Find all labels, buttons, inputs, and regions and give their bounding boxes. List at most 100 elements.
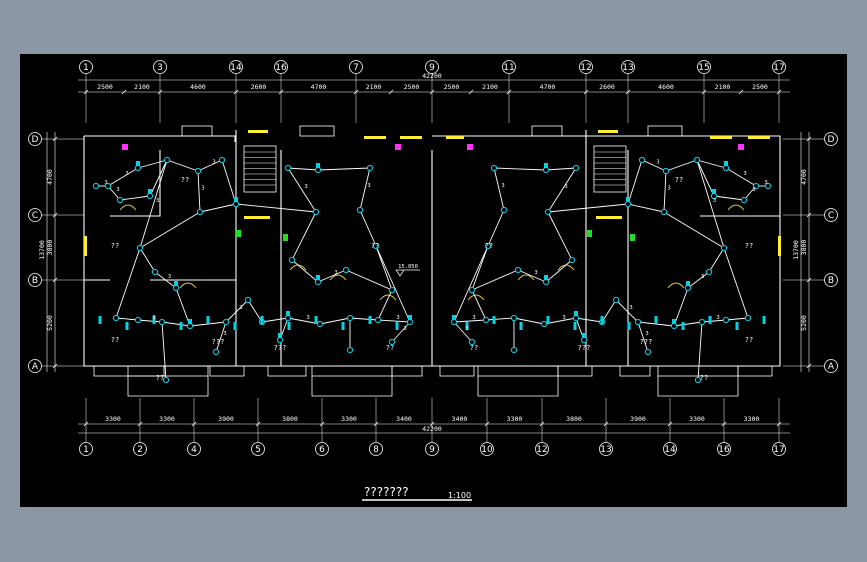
room-label: ?? xyxy=(156,374,164,382)
wire-run xyxy=(663,211,725,249)
top-dim-10: 2600 xyxy=(599,83,615,91)
light-fixture-node xyxy=(372,242,380,250)
wire-run xyxy=(485,317,515,321)
bottom-axis-bubble-13 xyxy=(599,442,613,456)
wire-run xyxy=(471,245,489,291)
window-highlight-3 xyxy=(400,136,422,139)
wall-socket xyxy=(708,316,712,324)
light-fixture-node xyxy=(720,244,728,252)
dim-tick xyxy=(388,89,394,95)
wall-socket xyxy=(206,316,210,324)
balcony-6 xyxy=(439,365,475,377)
wire-run xyxy=(107,167,139,187)
wall-switch xyxy=(286,311,290,316)
right-axis-bubble-A-label: A xyxy=(828,362,835,372)
dim-tick xyxy=(583,89,589,95)
bottom-axis-bubble-6-label: 6 xyxy=(319,445,325,455)
wire-run xyxy=(641,159,667,172)
wire-run xyxy=(247,299,263,323)
light-fixture-node xyxy=(284,314,292,322)
wire-run xyxy=(615,299,639,323)
wall-switch xyxy=(278,333,282,338)
stair-1 xyxy=(593,145,627,193)
right-dim-1: 3800 xyxy=(800,240,808,256)
dim-tick xyxy=(484,421,490,427)
wire-count-label: 3 xyxy=(223,331,226,337)
dim-tick xyxy=(806,363,812,369)
right-dim-0: 4700 xyxy=(800,169,808,185)
wire-count-label: 3 xyxy=(156,198,159,204)
light-fixture-node xyxy=(244,296,252,304)
bottom-dim-4: 3300 xyxy=(341,415,357,423)
door-swing-arc xyxy=(467,294,485,301)
balcony-9 xyxy=(619,365,651,377)
window-highlight-8 xyxy=(244,216,270,219)
window-highlight-9 xyxy=(596,216,622,219)
light-fixture-node xyxy=(134,316,142,324)
wire-run xyxy=(197,170,201,213)
light-fixture-node xyxy=(490,164,498,172)
top-dim-7: 2500 xyxy=(444,83,460,91)
balcony-8 xyxy=(557,365,593,377)
window-highlight-10 xyxy=(84,236,87,256)
wall-socket xyxy=(233,322,237,330)
wire-count-label: 3 xyxy=(667,186,670,192)
wire-count-label: 3 xyxy=(239,305,242,311)
bottom-dim-3: 3800 xyxy=(282,415,298,423)
light-fixture-node xyxy=(356,206,364,214)
light-fixture-node xyxy=(542,278,550,286)
door-swing-arc xyxy=(667,282,685,289)
wall-switch xyxy=(574,311,578,316)
wire-run xyxy=(517,269,547,283)
room-label: ?? xyxy=(700,374,708,382)
wire-count-label: 3 xyxy=(212,160,215,166)
light-fixture-node xyxy=(744,314,752,322)
light-fixture-node xyxy=(752,182,760,190)
light-fixture-node xyxy=(284,164,292,172)
wire-run xyxy=(137,319,163,323)
wire-run xyxy=(291,211,317,261)
balcony-deep-2 xyxy=(477,376,559,397)
drawing-scale: 1:100 xyxy=(448,491,471,500)
light-fixture-node xyxy=(544,208,552,216)
light-fixture-node xyxy=(312,208,320,216)
wire-run xyxy=(175,287,191,327)
light-fixture-node xyxy=(698,318,706,326)
top-dim-9: 4700 xyxy=(540,83,556,91)
room-label: ?? xyxy=(386,344,394,352)
bottom-dim-9: 3900 xyxy=(630,415,646,423)
light-fixture-node xyxy=(514,266,522,274)
wire-run xyxy=(154,271,177,289)
wire-run xyxy=(487,209,505,247)
dim-tick xyxy=(319,421,325,427)
wire-run xyxy=(637,321,649,353)
wall-switch xyxy=(452,315,456,320)
wire-count-label: 3 xyxy=(629,305,632,311)
wire-run xyxy=(375,245,411,323)
dim-tick xyxy=(776,89,782,95)
dim-tick xyxy=(806,212,812,218)
wire-count-label: 3 xyxy=(752,187,755,193)
fixture-layer xyxy=(92,144,772,384)
light-fixture-node xyxy=(196,208,204,216)
wire-count-label: 3 xyxy=(764,180,767,186)
wire-run xyxy=(697,321,703,381)
bottom-axis-bubble-14-label: 14 xyxy=(664,445,676,455)
wall-socket xyxy=(600,316,604,324)
light-fixture-node xyxy=(346,314,354,322)
wall-socket xyxy=(654,316,658,324)
wire-run xyxy=(319,317,351,325)
top-axis-bubble-15 xyxy=(697,60,711,74)
light-fixture-node xyxy=(740,196,748,204)
top-dim-4: 4700 xyxy=(311,83,327,91)
bottom-axis-bubble-14 xyxy=(663,442,677,456)
bottom-axis-bubble-16 xyxy=(717,442,731,456)
wire-run xyxy=(215,321,227,353)
wall-switch xyxy=(672,319,676,324)
wire-run xyxy=(287,167,319,171)
wire-run xyxy=(115,247,141,319)
dim-tick xyxy=(468,89,474,95)
wall-socket xyxy=(546,316,550,324)
wire-count-label: 3 xyxy=(168,274,171,280)
